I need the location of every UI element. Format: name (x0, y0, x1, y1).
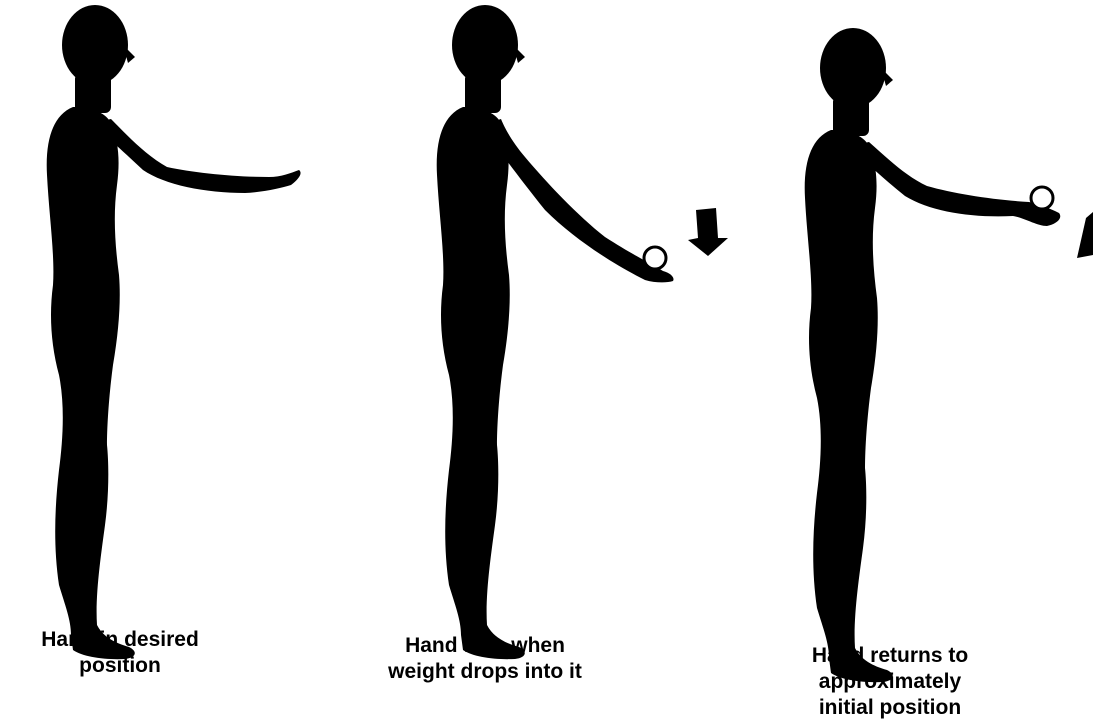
caption-returns: Hand returns to approximately initial po… (790, 643, 990, 721)
figure-initial (47, 5, 301, 659)
caption-line: initial position (790, 695, 990, 721)
caption-line: Hand falls when (365, 633, 605, 659)
figure-falls (437, 5, 674, 659)
figure-returns (805, 28, 1061, 682)
caption-line: approximately (790, 669, 990, 695)
caption-line: position (20, 653, 220, 679)
caption-line: weight drops into it (365, 659, 605, 685)
down-arrow-icon (688, 208, 728, 256)
arm-initial (91, 119, 301, 193)
caption-initial: Hand in desired position (20, 627, 220, 679)
ball (644, 247, 666, 269)
up-arrow-icon (1077, 212, 1093, 258)
caption-falls: Hand falls when weight drops into it (365, 633, 605, 685)
caption-line: Hand in desired (20, 627, 220, 653)
caption-line: Hand returns to (790, 643, 990, 669)
arm-returns (849, 142, 1060, 226)
ball (1031, 187, 1053, 209)
